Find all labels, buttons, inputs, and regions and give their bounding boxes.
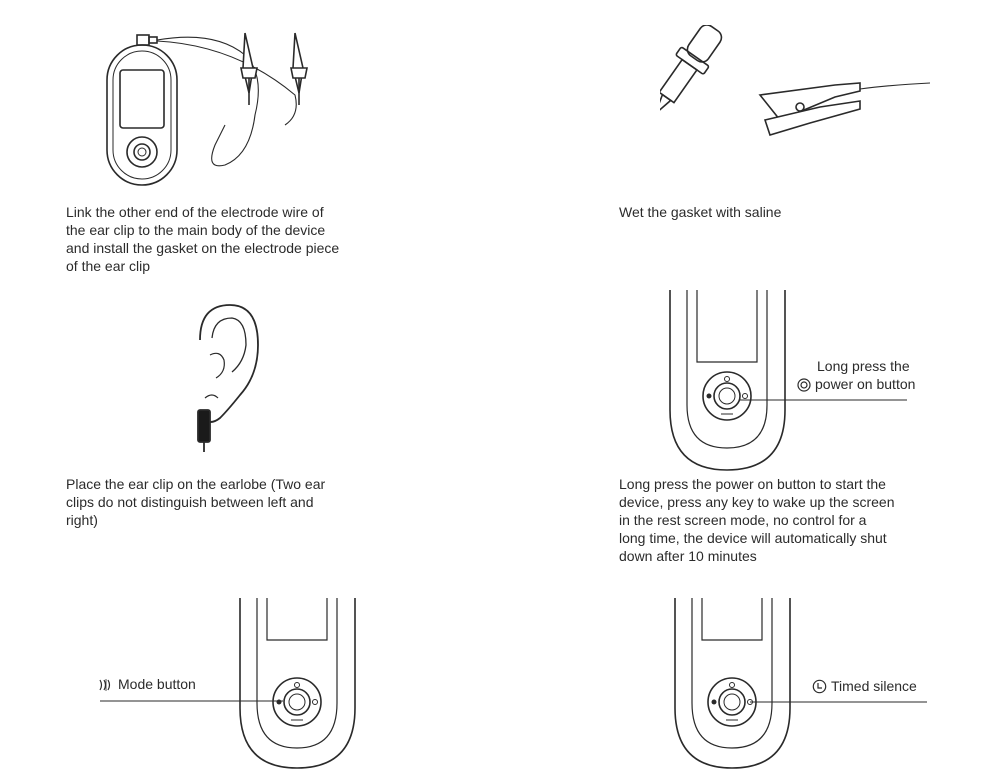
caption-line: of the ear clip	[66, 258, 151, 274]
caption-line: clips do not distinguish between left an…	[66, 494, 314, 510]
caption-line: long time, the device will automatically…	[619, 530, 887, 546]
ear-with-clip-illustration	[180, 300, 270, 455]
caption-line: Long press the power on button to start …	[619, 476, 886, 492]
caption-line: Link the other end of the electrode wire…	[66, 204, 324, 220]
dropper-and-clip-illustration	[660, 25, 940, 155]
power-button-closeup-illustration	[665, 290, 925, 475]
caption-line: device, press any key to wake up the scr…	[619, 494, 895, 510]
timer-icon	[812, 679, 827, 698]
timed-silence-closeup-illustration	[665, 598, 935, 770]
step-1-caption: Link the other end of the electrode wire…	[66, 203, 339, 275]
caption-line: and install the gasket on the electrode …	[66, 240, 340, 256]
step-2-caption: Wet the gasket with saline	[619, 203, 781, 221]
mode-button-closeup-illustration	[95, 598, 365, 770]
step-4-caption: Long press the power on button to start …	[619, 475, 894, 565]
callout-text: power on button	[815, 376, 916, 392]
caption-line: Wet the gasket with saline	[619, 204, 782, 220]
mode-button-callout: Mode button	[98, 675, 196, 696]
timed-silence-callout: Timed silence	[812, 677, 917, 698]
device-with-ear-clips-illustration	[95, 25, 335, 195]
callout-line: power on button	[797, 375, 915, 396]
callout-text: Timed silence	[831, 678, 917, 694]
step-3-caption: Place the ear clip on the earlobe (Two e…	[66, 475, 325, 529]
caption-line: right)	[66, 512, 98, 528]
power-button-callout: Long press the power on button	[797, 357, 915, 396]
caption-line: down after 10 minutes	[619, 548, 757, 564]
power-ring-icon	[797, 378, 811, 396]
callout-text: Mode button	[118, 676, 196, 692]
callout-line: Long press the	[817, 358, 910, 374]
caption-line: the ear clip to the main body of the dev…	[66, 222, 326, 238]
mode-wave-icon	[98, 678, 114, 696]
caption-line: Place the ear clip on the earlobe (Two e…	[66, 476, 326, 492]
caption-line: in the rest screen mode, no control for …	[619, 512, 867, 528]
